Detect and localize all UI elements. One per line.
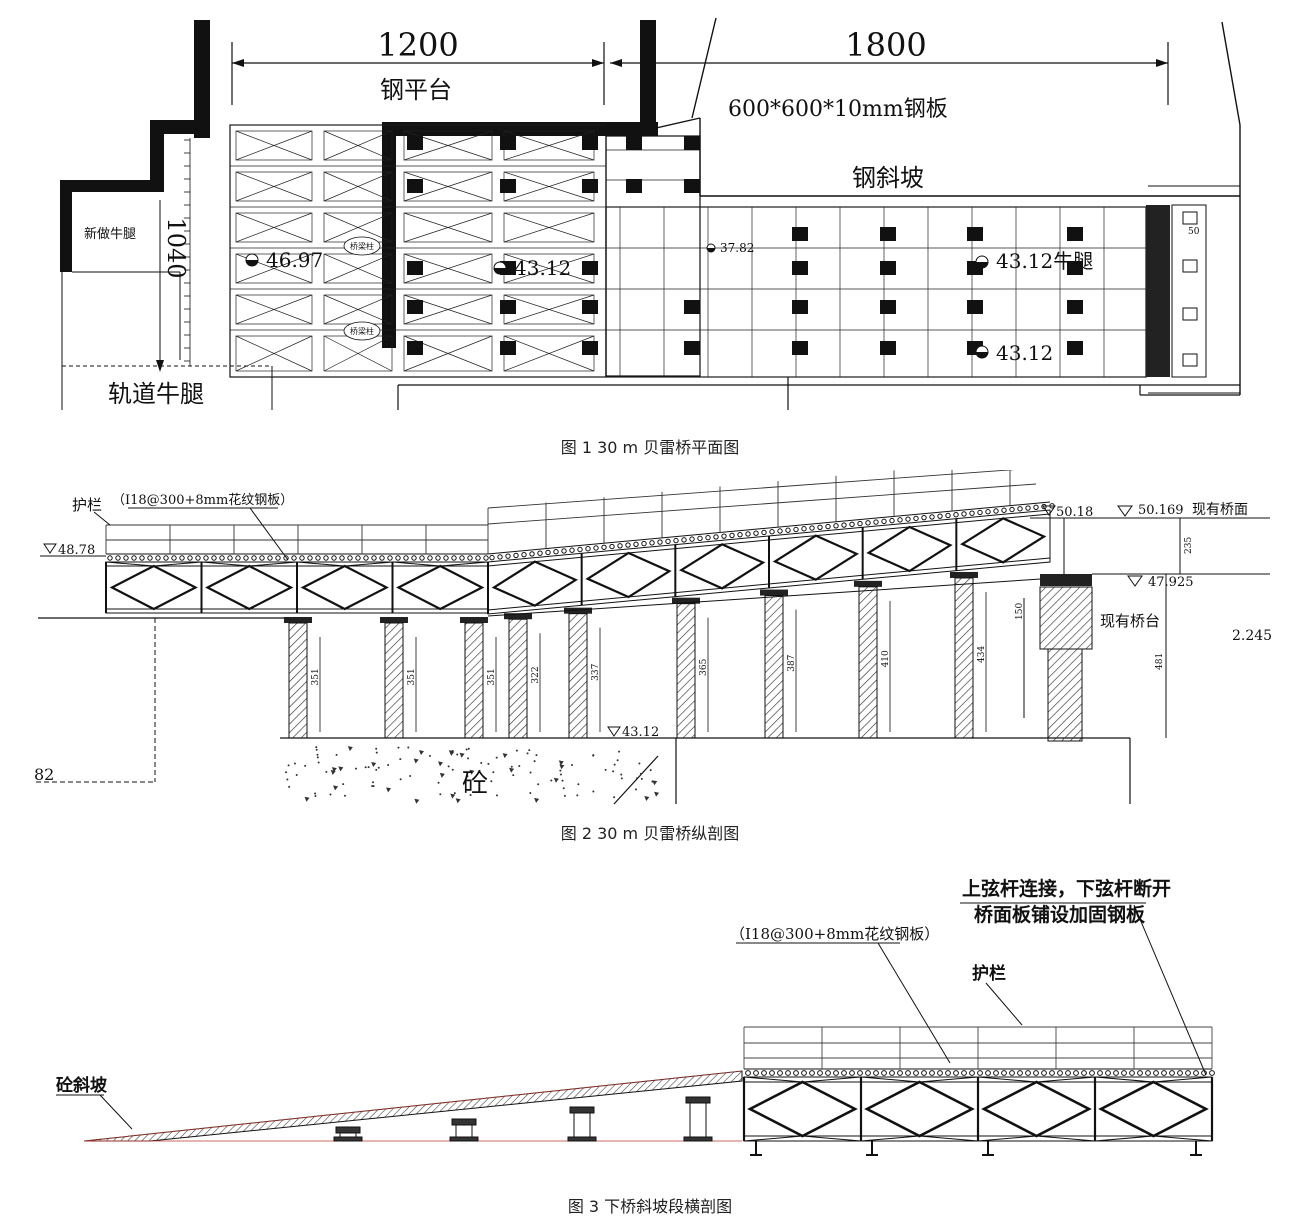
- pier-1: 351: [284, 617, 321, 739]
- label-concrete-slope: 砼斜坡: [56, 1075, 107, 1096]
- dim-481: 481: [1155, 653, 1165, 670]
- elevation-marker-50-18: 50.18: [1042, 505, 1093, 520]
- elevation-marker-1: 46.97: [245, 248, 323, 272]
- svg-text:43.12: 43.12: [622, 725, 659, 740]
- pier-8: 410: [854, 580, 891, 739]
- label-deck-note-fig2: （I18@300+8mm花纹钢板）: [112, 492, 293, 508]
- pier-7: 387: [760, 589, 797, 739]
- label-track-corbel: 轨道牛腿: [108, 380, 204, 408]
- pier-height-1: 351: [311, 668, 321, 685]
- label-dim-1040: 1040: [162, 217, 190, 278]
- label-deck-note-fig3: （I18@300+8mm花纹钢板）: [730, 925, 939, 943]
- dim-235: 235: [1184, 537, 1194, 554]
- pier-2: 351: [380, 617, 417, 739]
- label-note-line1: 上弦杆连接，下弦杆断开: [962, 877, 1171, 900]
- dim-1800: 1800: [845, 26, 926, 64]
- label-steel-plate: 600*600*10mm钢板: [728, 97, 948, 122]
- svg-text:48.78: 48.78: [58, 543, 95, 558]
- elevation-marker-3: 37.82: [706, 241, 754, 255]
- elevation-marker-47-925: 47.925: [1127, 575, 1194, 590]
- pier-3: 351: [460, 617, 497, 739]
- svg-text:46.97: 46.97: [266, 248, 323, 272]
- pier-height-5: 337: [591, 663, 601, 680]
- label-guardrail-fig3: 护栏: [972, 963, 1006, 984]
- ramp-support-1: [333, 1126, 363, 1142]
- label-existing-abutment: 现有桥台: [1100, 612, 1160, 630]
- pier-height-9: 434: [977, 646, 987, 663]
- pier-height-8: 410: [881, 650, 891, 667]
- ramp-support-3: [567, 1106, 597, 1142]
- elevation-marker-2: 43.12: [493, 256, 571, 280]
- svg-text:47.925: 47.925: [1148, 575, 1194, 590]
- label-existing-deck: 现有桥面: [1192, 502, 1248, 518]
- svg-text:43.12: 43.12: [996, 341, 1053, 365]
- pier-4: 322: [504, 613, 541, 739]
- pier-height-4: 322: [531, 666, 541, 683]
- pier-9: 434: [950, 571, 987, 739]
- elevation-marker-50-169: 50.169 现有桥面: [1117, 502, 1248, 518]
- pier-height-7: 387: [787, 654, 797, 671]
- svg-text:50.18: 50.18: [1056, 505, 1093, 520]
- svg-text:桥梁柱: 桥梁柱: [350, 326, 374, 336]
- elevation-marker-48-78: 48.78: [40, 543, 106, 558]
- label-note-line2: 桥面板铺设加固钢板: [974, 903, 1146, 926]
- pier-5: 337: [564, 607, 601, 739]
- ramp-support-4: [683, 1096, 713, 1142]
- label-concrete: 砼: [462, 769, 488, 799]
- pier-tag-bottom: 桥梁柱: [343, 321, 381, 341]
- dim-150: 150: [1015, 603, 1025, 620]
- pier-height-3: 351: [487, 668, 497, 685]
- elevation-marker-4: 43.12牛腿: [975, 249, 1093, 273]
- pier-6: 365: [672, 597, 709, 739]
- dim-2-245: 2.245: [1232, 628, 1272, 644]
- ramp-support-2: [449, 1118, 479, 1142]
- pier-height-6: 365: [699, 658, 709, 675]
- label-guardrail-fig2: 护栏: [72, 496, 102, 514]
- svg-text:37.82: 37.82: [720, 241, 754, 255]
- longitudinal-section-drawing: 砼 43.12 82 351 351 351 322 337 365 387 410 434 5…: [34, 470, 1272, 805]
- caption-fig2: 图 2 30 m 贝雷桥纵剖图: [560, 824, 740, 843]
- label-new-corbel: 新做牛腿: [84, 226, 136, 242]
- svg-text:50.169: 50.169: [1138, 503, 1184, 518]
- caption-fig3: 图 3 下桥斜坡段横剖图: [567, 1197, 733, 1216]
- label-steel-slope: 钢斜坡: [852, 164, 924, 192]
- cross-section-drawing: 上弦杆连接，下弦杆断开 桥面板铺设加固钢板 （I18@300+8mm花纹钢板） …: [56, 877, 1215, 1156]
- pier-height-2: 351: [407, 668, 417, 685]
- pier-tag-top: 桥梁柱: [343, 236, 381, 256]
- label-steel-platform: 钢平台: [380, 76, 452, 104]
- label-left-82: 82: [34, 765, 54, 784]
- svg-text:43.12牛腿: 43.12牛腿: [996, 249, 1093, 273]
- svg-text:43.12: 43.12: [514, 256, 571, 280]
- dim-1200: 1200: [377, 26, 458, 64]
- svg-text:桥梁柱: 桥梁柱: [350, 241, 374, 251]
- caption-fig1: 图 1 30 m 贝雷桥平面图: [560, 438, 740, 457]
- elevation-marker-5: 43.12: [975, 341, 1053, 365]
- ground-elevation: 43.12: [600, 725, 662, 740]
- label-small-50: 50: [1188, 227, 1200, 237]
- plan-drawing: 1200 1800 钢平台 600*600*10mm钢板 钢斜坡 新做牛腿 10…: [60, 17, 1241, 410]
